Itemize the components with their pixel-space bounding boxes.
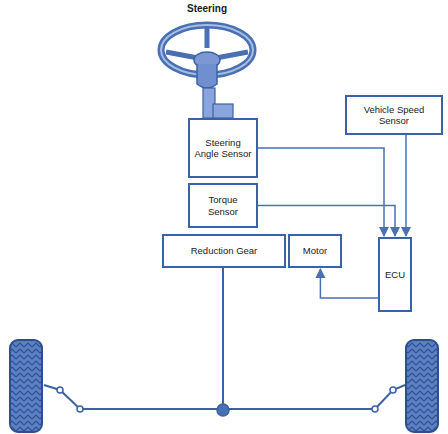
component-label: Motor xyxy=(303,245,327,256)
signal-arrow xyxy=(258,206,395,237)
component-label: Reduction Gear xyxy=(191,245,258,256)
component-box: Torque Sensor xyxy=(188,183,258,228)
road-wheel xyxy=(10,340,438,432)
component-box: ECU xyxy=(378,237,412,312)
steering-linkage xyxy=(44,268,405,416)
steering-wheel xyxy=(161,25,253,118)
signal-arrow xyxy=(405,135,407,236)
component-box: Reduction Gear xyxy=(162,234,286,268)
component-box: Steering Angle Sensor xyxy=(188,118,258,178)
component-label: ECU xyxy=(385,269,405,280)
title-label: Steering xyxy=(187,3,227,14)
component-box: Vehicle Speed Sensor xyxy=(345,95,443,135)
signal-arrow xyxy=(258,148,384,236)
component-label: Vehicle Speed Sensor xyxy=(350,104,438,127)
component-label: Torque Sensor xyxy=(193,194,253,217)
component-label: Steering Angle Sensor xyxy=(193,137,253,160)
component-box: Motor xyxy=(288,234,342,268)
signal-arrow xyxy=(320,269,378,298)
